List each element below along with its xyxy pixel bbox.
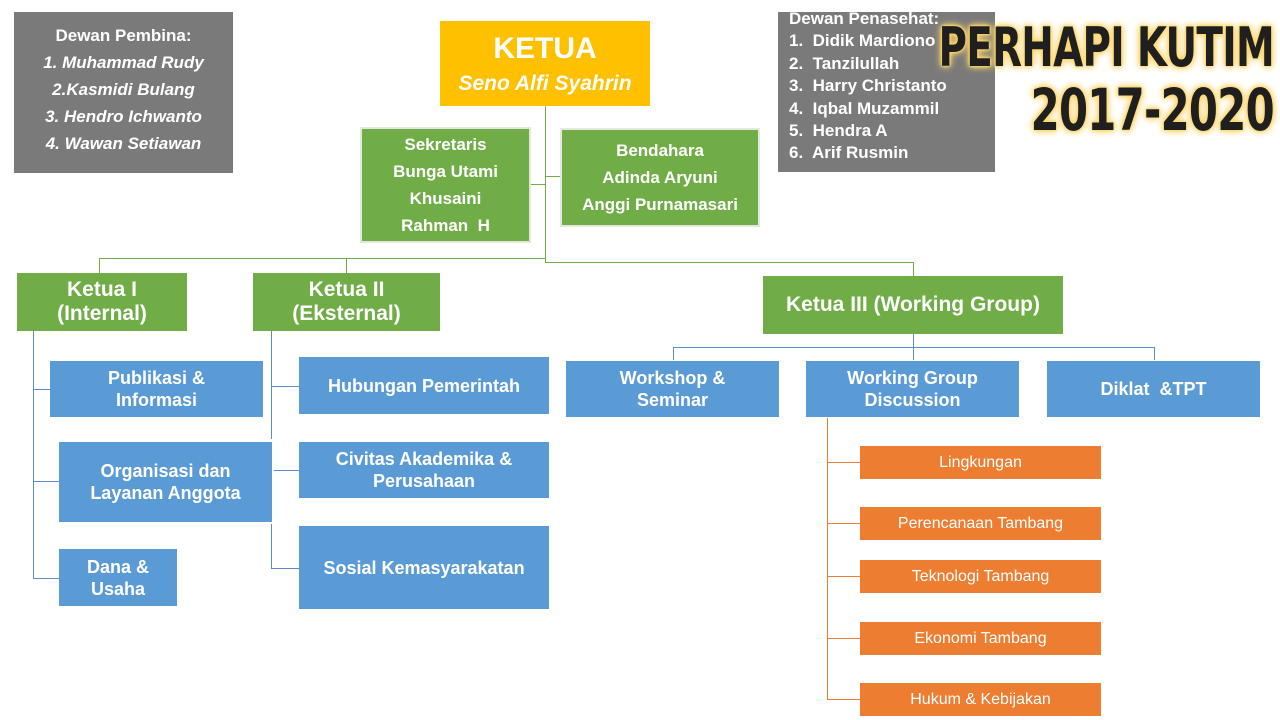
working-group-teknologi: Teknologi Tambang xyxy=(860,560,1101,593)
division-label: Perusahaan xyxy=(372,471,476,491)
division-label: Usaha xyxy=(90,578,146,599)
connector-k1-org xyxy=(33,481,59,482)
division-label: Civitas Akademika & xyxy=(335,449,513,469)
dewan-pembina-member: 1. Muhammad Rudy xyxy=(43,53,204,72)
dewan-penasehat-heading: Dewan Penasehat: xyxy=(789,9,940,28)
ketua-3-title: Ketua III (Working Group) xyxy=(786,293,1040,317)
division-dana: Dana & Usaha xyxy=(59,549,177,606)
dewan-pembina-member: 3. Hendro Ichwanto xyxy=(45,107,202,126)
ketua-2-title: Ketua II xyxy=(308,278,385,301)
dewan-pembina-heading: Dewan Pembina: xyxy=(55,26,192,45)
division-publikasi: Publikasi & Informasi xyxy=(50,361,263,417)
connector-ketua-down xyxy=(545,106,546,262)
connector-k3-h xyxy=(673,347,1154,348)
ketua-2-box: Ketua II (Eksternal) xyxy=(253,273,440,331)
dewan-penasehat-member: 4. Iqbal Muzammil xyxy=(789,98,940,118)
connector-wgd-5 xyxy=(827,699,860,700)
connector-wgd-trunk xyxy=(827,418,828,699)
title-line-2: 2017-2020 xyxy=(1030,76,1275,144)
dewan-penasehat-box: Dewan Penasehat: 1. Didik Mardiono 2. Ta… xyxy=(778,9,995,172)
title-line-1: PERHAPI KUTIM xyxy=(938,16,1275,79)
sekretaris-line: Khusaini xyxy=(409,189,482,208)
connector-k1-pub xyxy=(33,389,50,390)
bendahara-line: Adinda Aryuni xyxy=(602,168,718,187)
working-group-label: Perencanaan Tambang xyxy=(897,514,1064,532)
bendahara-line: Bendahara xyxy=(616,141,704,160)
division-label: Informasi xyxy=(115,390,198,410)
connector-k2-trunk-a xyxy=(271,331,272,439)
ketua-name: Seno Alfi Syahrin xyxy=(458,71,632,95)
division-label: Seminar xyxy=(636,390,709,410)
division-diklat: Diklat &TPT xyxy=(1047,361,1260,417)
connector-k1-dana xyxy=(33,578,59,579)
division-label: Working Group xyxy=(847,368,978,388)
connector-k2-civ xyxy=(274,470,299,471)
division-label: Discussion xyxy=(864,390,961,410)
division-sosial: Sosial Kemasyarakatan xyxy=(299,526,549,609)
division-workshop: Workshop & Seminar xyxy=(566,361,779,417)
dewan-pembina-box: Dewan Pembina: 1. Muhammad Rudy 2.Kasmid… xyxy=(14,12,233,173)
working-group-label: Teknologi Tambang xyxy=(911,567,1050,585)
working-group-ekonomi: Ekonomi Tambang xyxy=(860,622,1101,655)
bendahara-line: Anggi Purnamasari xyxy=(582,195,738,214)
working-group-label: Hukum & Kebijakan xyxy=(910,690,1051,708)
division-label: Sosial Kemasyarakatan xyxy=(323,557,525,578)
working-group-label: Ekonomi Tambang xyxy=(914,629,1047,647)
connector-wgd-2 xyxy=(827,523,860,524)
connector-k3-ws xyxy=(673,347,674,360)
dewan-penasehat-member: 2. Tanzilullah xyxy=(789,53,900,73)
division-civitas: Civitas Akademika & Perusahaan xyxy=(299,442,549,498)
division-hubungan-pemerintah: Hubungan Pemerintah xyxy=(299,357,549,414)
division-label: Workshop & xyxy=(619,368,726,388)
ketua-3-box: Ketua III (Working Group) xyxy=(763,276,1063,334)
sekretaris-line: Sekretaris xyxy=(404,135,487,154)
connector-k2-trunk-b xyxy=(271,524,272,569)
working-group-perencanaan: Perencanaan Tambang xyxy=(860,507,1101,540)
connector-ketua12-h xyxy=(99,258,545,259)
connector-sekretaris xyxy=(529,184,545,185)
dewan-pembina-member: 2.Kasmidi Bulang xyxy=(52,80,195,99)
connector-k3-down xyxy=(913,333,914,360)
working-group-label: Lingkungan xyxy=(939,453,1022,471)
ketua-box: KETUA Seno Alfi Syahrin xyxy=(440,21,650,106)
ketua-role: KETUA xyxy=(493,31,597,65)
dewan-penasehat-member: 6. Arif Rusmin xyxy=(789,143,909,163)
ketua-1-title: Ketua I xyxy=(66,278,137,301)
dewan-penasehat-member: 3. Harry Christanto xyxy=(789,76,947,96)
dewan-penasehat-member: 5. Hendra A xyxy=(789,121,888,141)
ketua-2-subtitle: (Eksternal) xyxy=(292,302,401,325)
connector-wgd-3 xyxy=(827,576,860,577)
division-label: Dana & xyxy=(86,556,149,577)
division-label: Hubungan Pemerintah xyxy=(327,375,520,396)
connector-wgd-4 xyxy=(827,638,860,639)
division-working-group-discussion: Working Group Discussion xyxy=(806,361,1019,417)
bendahara-box: Bendahara Adinda Aryuni Anggi Purnamasar… xyxy=(560,128,760,227)
dewan-pembina-member: 4. Wawan Setiawan xyxy=(45,134,202,153)
division-label: Layanan Anggota xyxy=(90,483,241,503)
connector-k2-hub xyxy=(271,386,299,387)
dewan-penasehat-member: 1. Didik Mardiono xyxy=(789,31,936,51)
connector-k3-dt xyxy=(1154,347,1155,360)
ketua-1-box: Ketua I (Internal) xyxy=(17,273,187,331)
sekretaris-line: Rahman H xyxy=(401,216,490,235)
ketua-1-subtitle: (Internal) xyxy=(57,302,147,325)
connector-k2-sos xyxy=(271,568,299,569)
working-group-hukum: Hukum & Kebijakan xyxy=(860,683,1101,716)
division-organisasi: Organisasi dan Layanan Anggota xyxy=(59,442,272,522)
division-label: Diklat &TPT xyxy=(1100,379,1207,399)
connector-wgd-1 xyxy=(827,462,860,463)
connector-ketua2-v xyxy=(346,258,347,273)
sekretaris-box: Sekretaris Bunga Utami Khusaini Rahman H xyxy=(360,127,531,243)
connector-bendahara xyxy=(545,176,562,177)
division-label: Publikasi & xyxy=(107,368,206,388)
connector-k1-trunk xyxy=(33,331,34,578)
working-group-lingkungan: Lingkungan xyxy=(860,446,1101,479)
connector-ketua3-v xyxy=(913,262,914,276)
division-label: Organisasi dan xyxy=(100,461,231,481)
connector-ketua3-h xyxy=(545,262,913,263)
connector-ketua1-v xyxy=(99,258,100,273)
sekretaris-line: Bunga Utami xyxy=(393,162,498,181)
